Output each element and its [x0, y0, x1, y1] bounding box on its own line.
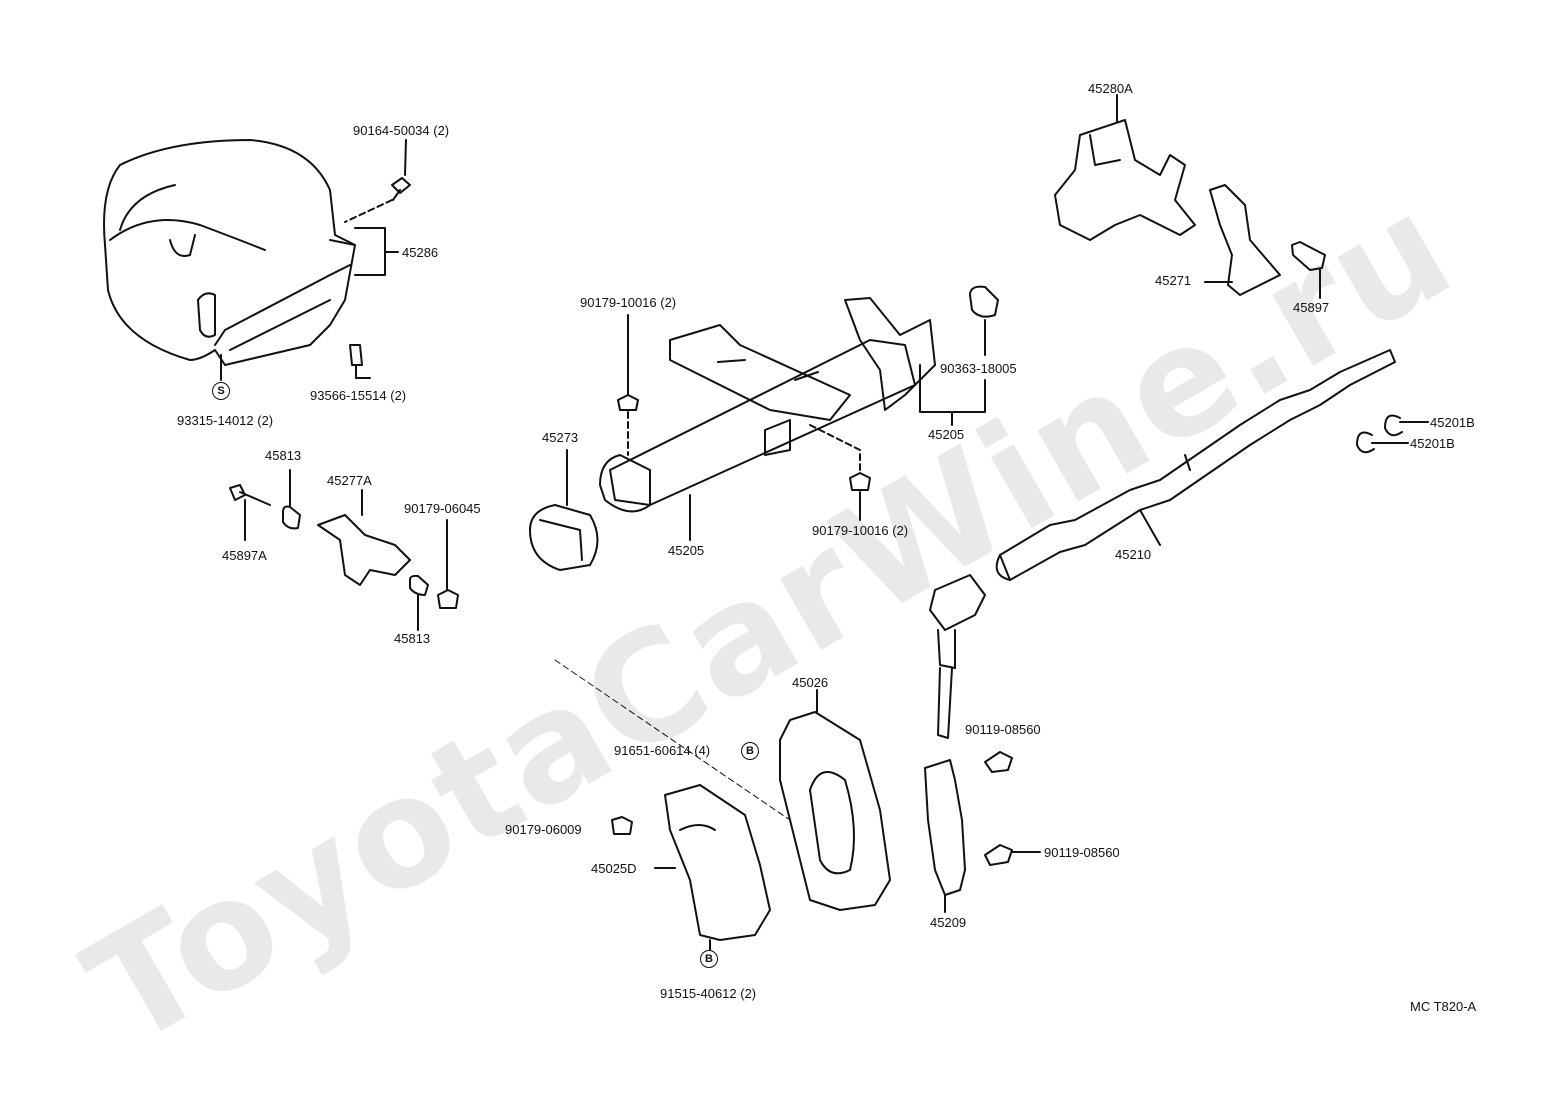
column-cover-part — [103, 139, 356, 366]
label-90119-08560-lower: 90119-08560 — [1044, 845, 1120, 860]
bolt-45897A — [229, 484, 271, 541]
label-90119-08560-upper: 90119-08560 — [965, 722, 1041, 737]
label-45813-lower: 45813 — [394, 631, 431, 646]
label-45277A: 45277A — [327, 473, 372, 488]
nut-90179-06009 — [611, 816, 633, 835]
steering-column-tube — [599, 297, 936, 513]
label-45210: 45210 — [1115, 547, 1152, 562]
screw-90164 — [344, 139, 411, 223]
screw-93566 — [349, 344, 371, 379]
label-45201B-upper: 45201B — [1430, 415, 1475, 430]
label-45025D: 45025D — [591, 861, 637, 876]
bolt-90119-lower — [984, 844, 1041, 866]
collar-45813-upper — [282, 469, 301, 530]
label-91651-60614: 91651-60614 (4) — [614, 743, 711, 758]
label-45205-tube: 45205 — [668, 543, 705, 558]
nut-lower — [809, 424, 871, 521]
label-90179-10016-lower: 90179-10016 (2) — [812, 523, 909, 538]
label-45205-bracket: 45205 — [928, 427, 965, 442]
cover-45025D — [654, 784, 771, 951]
collar-45813-lower — [409, 574, 429, 631]
label-90179-06045: 90179-06045 — [404, 501, 481, 516]
label-45209: 45209 — [930, 915, 967, 930]
clip-45201B-upper — [1384, 414, 1429, 437]
label-90179-06009: 90179-06009 — [505, 822, 582, 837]
bolt-90119-upper — [984, 751, 1013, 773]
label-45897A: 45897A — [222, 548, 267, 563]
label-45271: 45271 — [1155, 273, 1192, 288]
label-45286: 45286 — [402, 245, 439, 260]
bracket-45271 — [1204, 184, 1281, 296]
bushing-45273 — [529, 449, 599, 571]
label-90164-50034: 90164-50034 (2) — [353, 123, 450, 138]
universal-joint-45209 — [924, 759, 966, 913]
label-45026: 45026 — [792, 675, 829, 690]
clip-45201B-lower — [1356, 431, 1409, 454]
label-45201B-lower: 45201B — [1410, 436, 1455, 451]
label-45897: 45897 — [1293, 300, 1330, 315]
label-91515-40612: 91515-40612 (2) — [660, 986, 757, 1001]
plate-45026 — [779, 689, 891, 911]
universal-joint-upper — [929, 574, 986, 739]
label-90363-18005: 90363-18005 — [940, 361, 1017, 376]
label-45280A: 45280A — [1088, 81, 1133, 96]
label-45813-upper: 45813 — [265, 448, 302, 463]
label-45273: 45273 — [542, 430, 579, 445]
bolt-45897 — [1291, 241, 1326, 299]
lock-housing-45280A — [1054, 94, 1196, 241]
label-93315-14012: 93315-14012 (2) — [177, 413, 274, 428]
diagram-code: MC T820-A — [1410, 999, 1477, 1014]
marker-b-upper: B — [741, 742, 759, 760]
marker-b-lower: B — [700, 950, 718, 968]
intermediate-shaft-45210 — [995, 349, 1396, 581]
nut-90179-06045 — [437, 519, 459, 609]
label-93566-15514: 93566-15514 (2) — [310, 388, 407, 403]
label-90179-10016-upper: 90179-10016 (2) — [580, 295, 677, 310]
bracket-45277A — [317, 489, 411, 586]
nut-upper — [617, 314, 639, 456]
marker-s: S — [212, 382, 230, 400]
bearing-90363 — [969, 285, 999, 356]
